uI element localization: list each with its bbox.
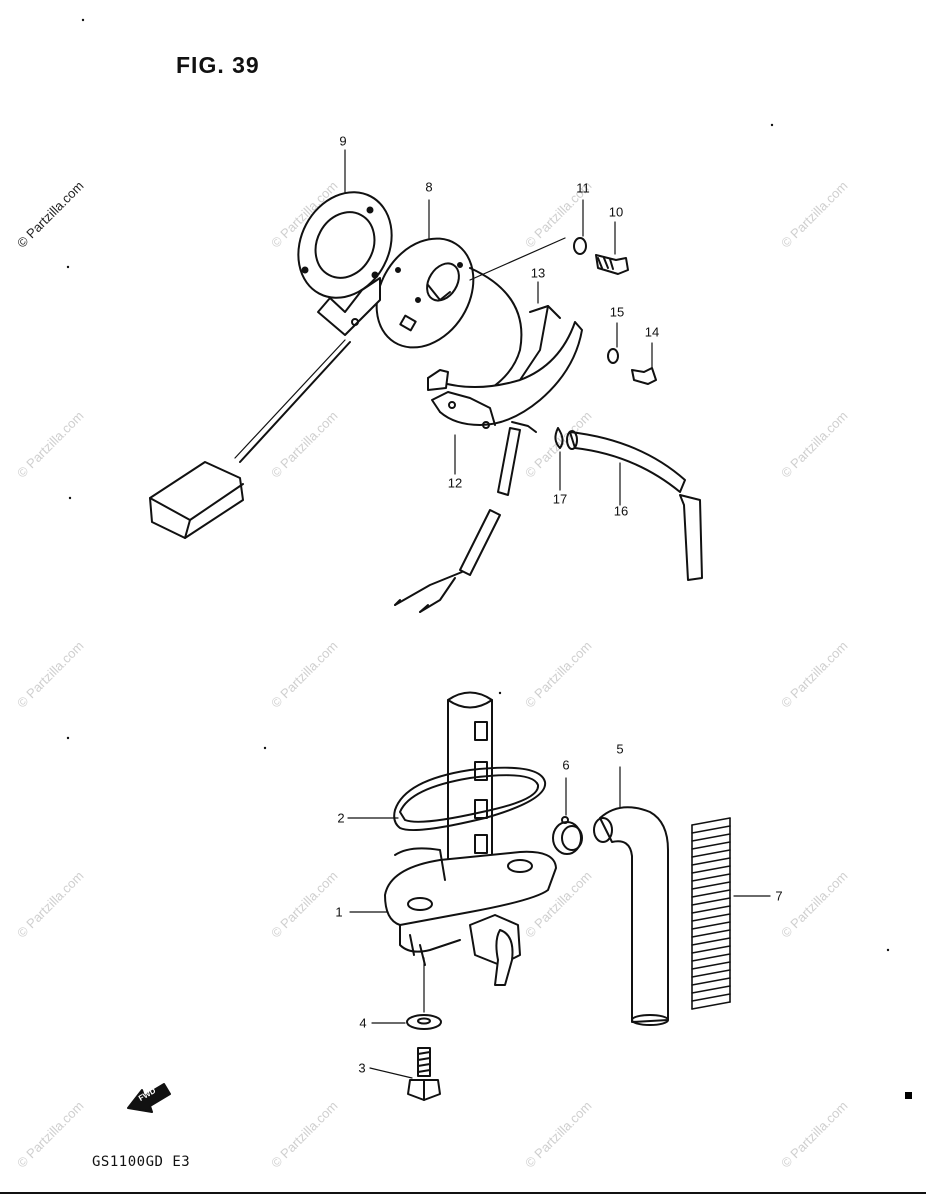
- washer-part-11: [573, 237, 587, 255]
- model-code: GS1100GD E3: [92, 1154, 191, 1170]
- callout-9: 9: [339, 133, 347, 149]
- hose-part-16: [566, 430, 703, 581]
- callout-12: 12: [447, 475, 463, 491]
- callout-10: 10: [608, 204, 624, 220]
- bolt-part-3: [407, 1047, 441, 1101]
- corner-mark: [905, 1092, 912, 1099]
- strainer-pipe: [447, 691, 493, 881]
- callout-13: 13: [530, 265, 546, 281]
- washer-part-15: [607, 348, 619, 364]
- figure-title: FIG. 39: [176, 52, 260, 78]
- callout-8: 8: [425, 179, 433, 195]
- clamp-part-17: [554, 427, 564, 449]
- float: [149, 461, 244, 539]
- washer-part-4: [406, 1014, 442, 1030]
- scan-specks: [66, 18, 890, 952]
- fuel-hose-part-5: [593, 806, 669, 1026]
- callout-16: 16: [613, 503, 629, 519]
- callout-1: 1: [335, 904, 343, 920]
- bottom-rule: [0, 1192, 926, 1194]
- callout-7: 7: [775, 888, 783, 904]
- callout-11: 11: [576, 180, 590, 196]
- wire-harness: [394, 421, 537, 613]
- fuel-cock-part-1: [384, 847, 557, 986]
- sender-plate-part-8: [317, 237, 475, 349]
- cover-part-13: [469, 267, 561, 396]
- callout-2: 2: [337, 810, 345, 826]
- clamp-part-6: [552, 816, 583, 855]
- callout-4: 4: [359, 1015, 367, 1031]
- callout-3: 3: [358, 1060, 366, 1076]
- screw-part-10: [595, 254, 629, 275]
- callout-17: 17: [552, 491, 568, 507]
- gasket-part-9: [297, 191, 393, 299]
- o-ring-part-2: [393, 766, 547, 832]
- callout-5: 5: [616, 741, 624, 757]
- spring-part-7: [691, 817, 731, 1010]
- float-arm: [234, 339, 351, 463]
- forward-arrow-icon: [127, 1083, 171, 1113]
- cover-housing-part-12: [427, 321, 583, 429]
- callout-14: 14: [644, 324, 660, 340]
- callout-15: 15: [609, 304, 625, 320]
- screw-part-14: [631, 367, 657, 385]
- callout-6: 6: [562, 757, 570, 773]
